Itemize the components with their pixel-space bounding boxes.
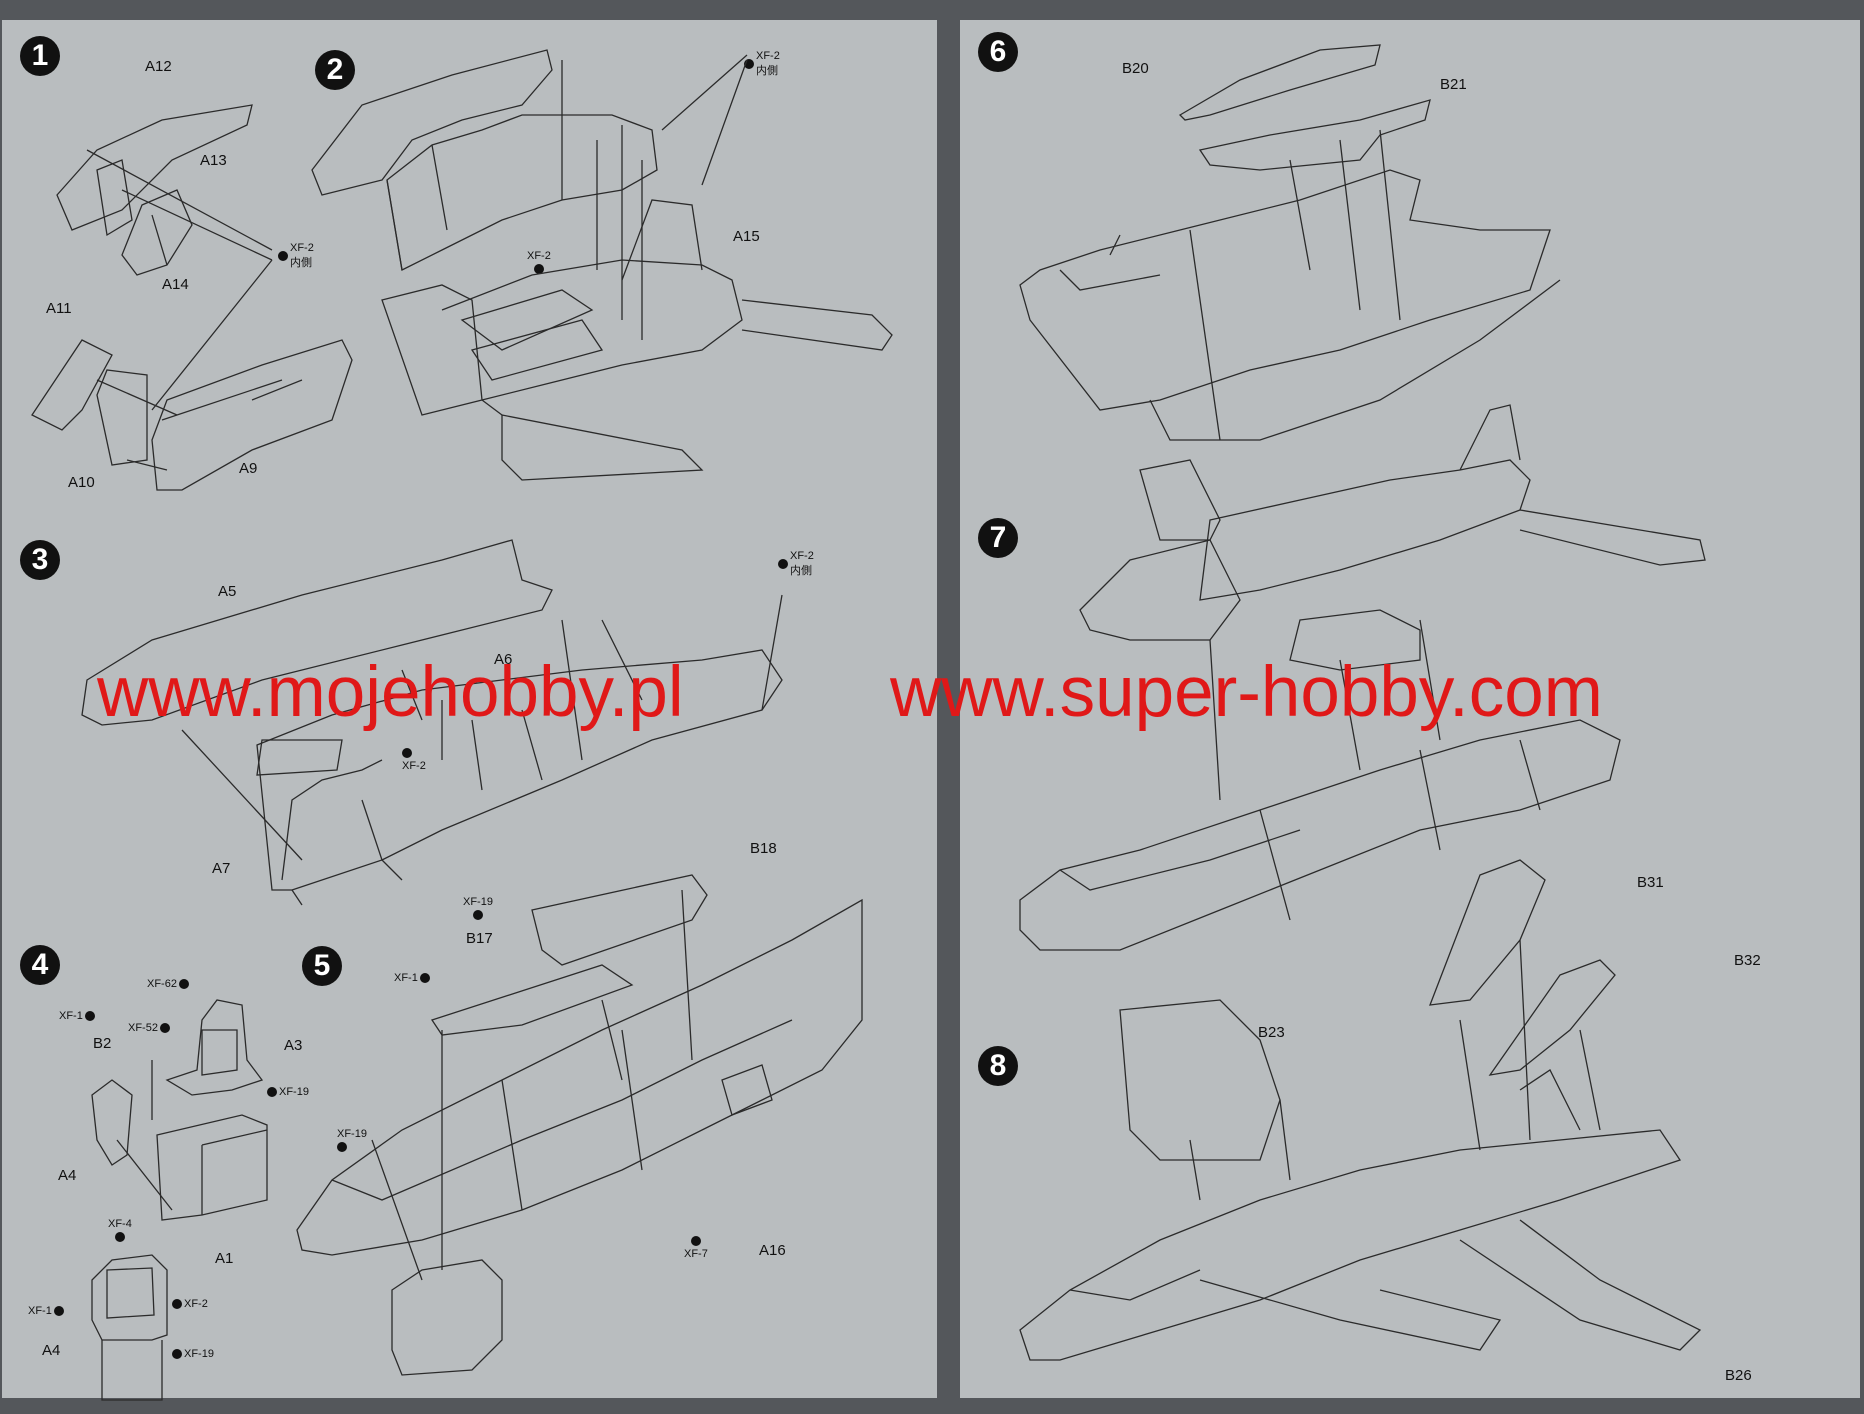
paint-code: XF-19 [337, 1128, 367, 1140]
paint-code: XF-1 [394, 972, 418, 984]
paint-code: XF-2 [790, 550, 814, 562]
part-label-a4: A4 [58, 1167, 77, 1184]
part-label-a4: A4 [42, 1342, 61, 1359]
step-5-badge: 5 [302, 946, 342, 986]
paint-code: XF-52 [128, 1022, 158, 1034]
step-7-drawing [1019, 404, 1706, 951]
paint-dot-icon [778, 559, 788, 569]
paint-dot-icon [53, 1306, 64, 1316]
paint-note: 内側 [790, 565, 812, 577]
paint-callout: XF-7 [684, 1236, 708, 1260]
paint-note: 内側 [290, 257, 312, 269]
step-6-badge: 6 [978, 32, 1018, 72]
part-label-a12: A12 [145, 58, 172, 75]
paint-dot-icon [744, 59, 754, 69]
step-2-drawing [311, 49, 893, 481]
step-8-drawing [1019, 859, 1702, 1361]
part-label-a14: A14 [162, 276, 189, 293]
paint-code: XF-2 [527, 250, 551, 262]
step-3-drawing [81, 539, 783, 906]
paint-callout: XF-19 [337, 1128, 367, 1152]
paint-code: XF-2 [402, 760, 426, 772]
part-label-a5: A5 [218, 583, 237, 600]
step-5-drawing [296, 874, 863, 1376]
part-label-b31: B31 [1637, 874, 1664, 891]
paint-callout: XF-19 [172, 1348, 214, 1360]
part-label-b18: B18 [750, 840, 777, 857]
part-label-a13: A13 [200, 152, 227, 169]
paint-dot-icon [278, 251, 288, 261]
paint-dot-icon [402, 748, 412, 758]
paint-dot-icon [172, 1349, 182, 1359]
paint-callout: XF-4 [108, 1218, 132, 1242]
paint-callout: XF-2 内側 [744, 50, 780, 78]
paint-code: XF-4 [108, 1218, 132, 1230]
part-label-b32: B32 [1734, 952, 1761, 969]
paint-code: XF-2 [184, 1298, 208, 1310]
paint-code: XF-19 [279, 1086, 309, 1098]
right-page: 6 B20 B21 7 8 B31 B32 B23 B26 www.s [890, 20, 1860, 1398]
part-label-b2: B2 [93, 1035, 112, 1052]
paint-dot-icon [472, 910, 483, 920]
paint-callout: XF-62 [147, 978, 189, 990]
paint-callout: XF-1 [28, 1305, 64, 1317]
paint-callout: XF-2 [527, 250, 551, 274]
paint-callout: XF-2 [172, 1298, 208, 1310]
part-label-a6: A6 [494, 651, 513, 668]
part-label-a1: A1 [215, 1250, 234, 1267]
paint-code: XF-1 [59, 1010, 83, 1022]
paint-dot-icon [267, 1087, 277, 1097]
paint-callout: XF-2 [402, 748, 426, 772]
part-label-b21: B21 [1440, 76, 1467, 93]
paint-dot-icon [690, 1236, 701, 1246]
watermark-left: www.mojehobby.pl [97, 653, 684, 732]
paint-code: XF-2 [290, 242, 314, 254]
step-2-badge: 2 [315, 50, 355, 90]
paint-callout: XF-52 [128, 1022, 170, 1034]
part-label-a16: A16 [759, 1242, 786, 1259]
step-8-badge: 8 [978, 1046, 1018, 1086]
paint-callout: XF-19 [267, 1086, 309, 1098]
step-6-drawing [1019, 44, 1561, 441]
step-4-drawing [91, 999, 268, 1401]
paint-note: 内側 [756, 65, 778, 77]
paint-dot-icon [172, 1299, 182, 1309]
paint-callout: XF-2 内側 [278, 242, 314, 270]
paint-dot-icon [178, 979, 189, 989]
step-1-badge: 1 [20, 36, 60, 76]
part-label-a15: A15 [733, 228, 760, 245]
part-label-b20: B20 [1122, 60, 1149, 77]
paint-code: XF-7 [684, 1248, 708, 1260]
part-label-b26: B26 [1725, 1367, 1752, 1384]
step-4-badge: 4 [20, 945, 60, 985]
paint-dot-icon [419, 973, 430, 983]
part-label-b17: B17 [466, 930, 493, 947]
part-label-a11: A11 [46, 300, 72, 317]
paint-callout: XF-1 [59, 1010, 95, 1022]
step-7-badge: 7 [978, 518, 1018, 558]
paint-dot-icon [533, 264, 544, 274]
paint-callout: XF-1 [394, 972, 430, 984]
paint-dot-icon [84, 1011, 95, 1021]
paint-code: XF-2 [756, 50, 780, 62]
part-label-b23: B23 [1258, 1024, 1285, 1041]
paint-dot-icon [337, 1142, 347, 1152]
paint-callout: XF-19 [463, 896, 493, 920]
part-label-a3: A3 [284, 1037, 303, 1054]
paint-callout: XF-2 内側 [778, 550, 814, 578]
watermark-right: www.super-hobby.com [890, 653, 1603, 732]
step-3-badge: 3 [20, 540, 60, 580]
paint-dot-icon [114, 1232, 125, 1242]
part-label-a7: A7 [212, 860, 231, 877]
part-label-a10: A10 [68, 474, 95, 491]
part-label-a9: A9 [239, 460, 258, 477]
paint-code: XF-19 [463, 896, 493, 908]
paint-code: XF-19 [184, 1348, 214, 1360]
paint-dot-icon [159, 1023, 170, 1033]
paint-code: XF-62 [147, 978, 177, 990]
paint-code: XF-1 [28, 1305, 52, 1317]
step-1-drawing [31, 104, 353, 491]
